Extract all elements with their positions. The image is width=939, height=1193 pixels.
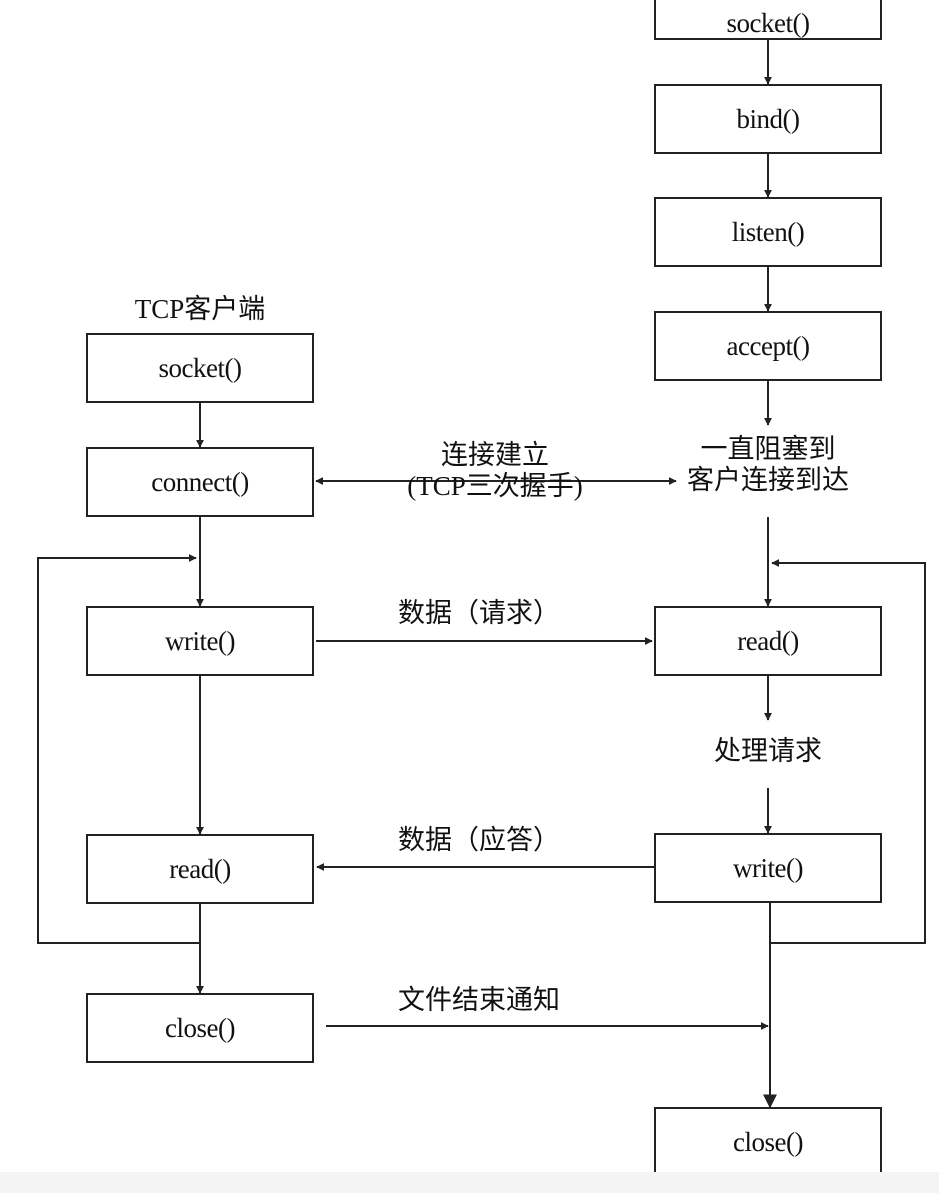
server-close-label: close() <box>733 1126 803 1157</box>
client-write-label: write() <box>165 625 235 656</box>
client-read-label: read() <box>169 853 231 884</box>
server-read-label: read() <box>737 625 799 656</box>
client-socket-box: socket() <box>86 333 314 403</box>
server-bind-box: bind() <box>654 84 882 154</box>
server-socket-label: socket() <box>726 7 810 38</box>
server-listen-box: listen() <box>654 197 882 267</box>
handshake-label-line1: 连接建立 <box>441 440 549 470</box>
server-block-note: 一直阻塞到 客户连接到达 <box>668 434 868 496</box>
server-process-label: 处理请求 <box>714 736 822 766</box>
server-close-box: close() <box>654 1107 882 1177</box>
response-label: 数据（应答） <box>398 825 560 855</box>
eof-label: 文件结束通知 <box>398 985 560 1015</box>
server-block-line1: 一直阻塞到 <box>700 434 836 464</box>
client-connect-label: connect() <box>151 466 249 497</box>
server-accept-box: accept() <box>654 311 882 381</box>
server-loop-back-arrow <box>770 559 926 944</box>
handshake-label: 连接建立 (TCP三次握手) <box>385 440 605 502</box>
server-accept-label: accept() <box>726 330 810 361</box>
server-block-line2: 客户连接到达 <box>687 465 849 496</box>
server-bind-label: bind() <box>736 103 800 134</box>
server-write-box: write() <box>654 833 882 903</box>
client-write-box: write() <box>86 606 314 676</box>
server-read-box: read() <box>654 606 882 676</box>
client-read-box: read() <box>86 834 314 904</box>
client-socket-label: socket() <box>158 352 242 383</box>
handshake-label-line2: (TCP三次握手) <box>407 471 583 502</box>
client-close-box: close() <box>86 993 314 1063</box>
server-socket-box: socket() <box>654 0 882 40</box>
client-connect-box: connect() <box>86 447 314 517</box>
client-title: TCP客户端 <box>134 294 266 324</box>
client-loop-back-arrow <box>37 554 200 944</box>
bottom-fade-strip <box>0 1172 939 1193</box>
server-listen-label: listen() <box>731 216 805 247</box>
server-write-label: write() <box>733 852 803 883</box>
client-close-label: close() <box>165 1012 235 1043</box>
request-label: 数据（请求） <box>398 598 560 628</box>
